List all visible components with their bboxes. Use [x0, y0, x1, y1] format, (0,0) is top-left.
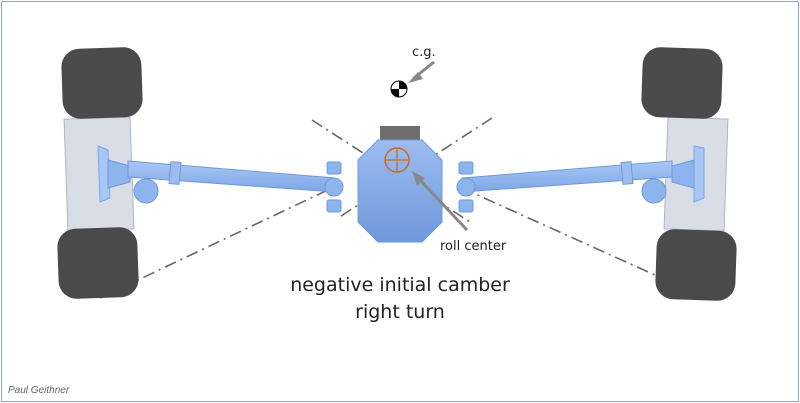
- roll-center-label: roll center: [440, 239, 507, 254]
- right-tube-collar: [620, 161, 634, 185]
- left-lower-line: [99, 187, 333, 299]
- right-spring-seat: [641, 178, 667, 204]
- left-hub-flange: [97, 145, 111, 203]
- left-upper-tire: [61, 47, 143, 119]
- left-lower-bracket: [326, 199, 342, 213]
- author-credit: Paul Geithner: [8, 385, 70, 396]
- left-lower-tire: [57, 227, 139, 299]
- cg-label: c.g.: [412, 45, 436, 60]
- right-wheel-assembly: [641, 47, 737, 301]
- cg-pointer-arrow: [408, 60, 435, 83]
- diff-top-plate: [380, 126, 420, 140]
- left-wheel-assembly: [57, 47, 143, 299]
- caption-line-1: negative initial camber: [290, 274, 510, 296]
- right-upper-tire: [641, 47, 723, 119]
- diff-housing: [357, 139, 443, 243]
- right-axle-tube: [461, 160, 673, 193]
- left-upper-line: [311, 119, 471, 223]
- right-upper-bracket: [458, 161, 474, 175]
- right-lower-bracket: [458, 199, 474, 213]
- axle: [127, 160, 673, 204]
- left-upper-bracket: [326, 161, 342, 175]
- left-axle-tube: [127, 160, 336, 193]
- left-hub-cone: [107, 159, 131, 189]
- roll-center-pointer-arrow: [412, 171, 469, 232]
- left-link-pivot: [324, 177, 344, 197]
- roll-center-marker-icon: [384, 147, 410, 173]
- right-link-pivot: [456, 177, 476, 197]
- right-hub-flange: [693, 145, 705, 203]
- center-of-gravity-icon: [390, 80, 408, 98]
- right-lower-tire: [655, 229, 737, 301]
- differential: [324, 126, 476, 243]
- left-tube-collar: [168, 161, 182, 185]
- caption-line-2: right turn: [355, 301, 445, 323]
- left-spring-seat: [133, 178, 159, 204]
